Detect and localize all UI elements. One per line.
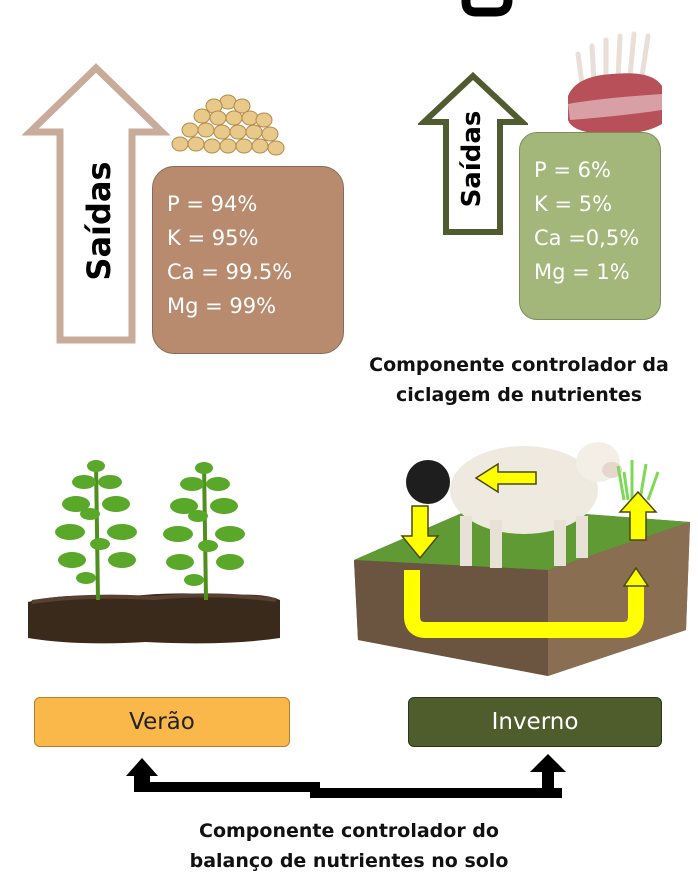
soybean-plants-illustration [26, 452, 282, 648]
balance-caption-line1: Componente controlador do [199, 820, 499, 842]
cycling-caption-line1: Componente controlador da [369, 354, 669, 376]
sheep-grazing-cycle-illustration [348, 420, 696, 678]
right-value-mg: Mg = 1% [534, 260, 630, 284]
right-output-arrow-shape [416, 71, 530, 235]
left-value-p: P = 94% [167, 192, 258, 216]
right-value-k: K = 5% [534, 192, 613, 216]
left-output-values-box: P = 94% K = 95% Ca = 99.5% Mg = 99% [152, 166, 344, 354]
cycling-caption: Componente controlador da ciclagem de nu… [340, 350, 698, 410]
left-output-arrow-shape [21, 63, 171, 344]
soybean-grains-icon [168, 92, 294, 160]
nutrient-cycle-arrows [400, 462, 658, 638]
balance-caption-line2: balanço de nutrientes no solo [189, 850, 509, 872]
right-output-values-box: P = 6% K = 5% Ca =0,5% Mg = 1% [519, 132, 661, 320]
sheep-icon [450, 442, 622, 568]
grass-icon [616, 460, 660, 501]
lamb-rack-meat-icon [562, 24, 666, 140]
cycling-caption-line2: ciclagem de nutrientes [395, 384, 643, 406]
soybean-plant-2 [163, 462, 245, 601]
right-output-arrow [416, 70, 530, 236]
season-rotation-arrow [122, 754, 574, 802]
right-output-label: Saídas [457, 110, 487, 208]
left-output-label: Saídas [80, 161, 118, 281]
right-value-p: P = 6% [534, 158, 611, 182]
soybean-plant-1 [55, 460, 137, 601]
season-summer-label: Verão [34, 697, 290, 747]
balance-caption: Componente controlador do balanço de nut… [120, 816, 578, 876]
left-value-ca: Ca = 99.5% [167, 260, 293, 284]
season-winter-label: Inverno [408, 697, 662, 747]
title-fragment-glyph [461, 0, 513, 17]
title-fragment [396, 0, 556, 22]
dung-icon [406, 460, 450, 504]
left-value-k: K = 95% [167, 226, 259, 250]
left-output-arrow [21, 62, 171, 344]
left-value-mg: Mg = 99% [167, 294, 277, 318]
right-value-ca: Ca =0,5% [534, 226, 640, 250]
